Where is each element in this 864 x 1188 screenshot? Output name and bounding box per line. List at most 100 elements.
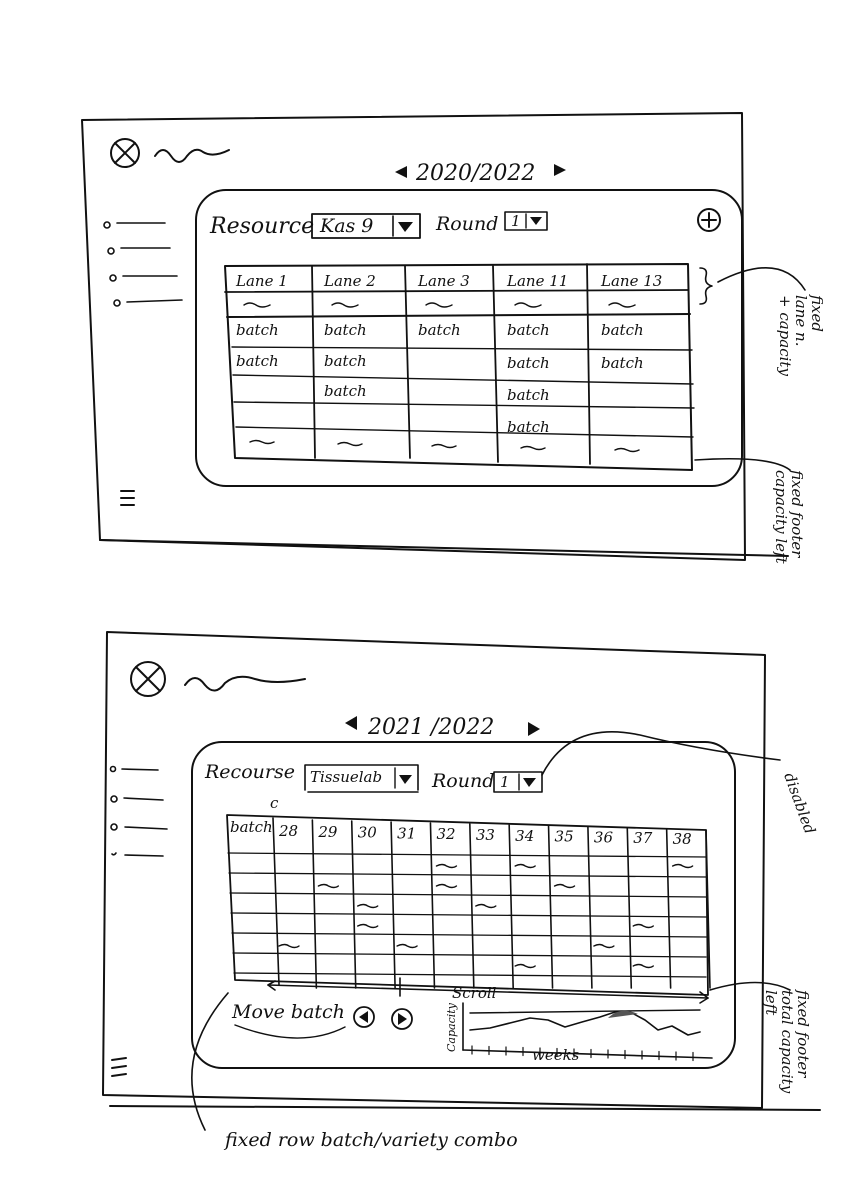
batch-cell[interactable]: batch	[236, 352, 279, 370]
planned-batch-mark[interactable]	[632, 923, 654, 929]
planned-batch-mark[interactable]	[278, 943, 300, 949]
sidebar-item[interactable]	[111, 852, 164, 857]
move-left-button[interactable]	[353, 1006, 375, 1028]
sidebar-nav	[103, 221, 183, 307]
batch-cell[interactable]: batch	[236, 321, 279, 339]
round-dropdown[interactable]: 1	[504, 211, 548, 231]
sidebar-item[interactable]	[110, 823, 168, 831]
sidebar-nav	[109, 765, 168, 857]
sidebar-item[interactable]	[109, 765, 159, 773]
scroll-left-icon[interactable]	[267, 980, 276, 991]
frame-2-window	[102, 631, 766, 1109]
resource-dropdown[interactable]: Tissuelab	[304, 764, 419, 793]
batch-cell[interactable]: batch	[507, 354, 550, 372]
frame-1: 2020/2022 Resource Kas 9 Round 1	[81, 112, 826, 565]
chart-ylabel: Capacity	[445, 1002, 458, 1052]
sidebar-item[interactable]	[107, 247, 171, 255]
lane-table-border	[224, 263, 693, 471]
annotation-fixed-header: fixed lane n. + capacity	[776, 294, 826, 376]
week-header: 33	[476, 826, 495, 844]
planned-batch-mark[interactable]	[514, 863, 536, 869]
header-brace	[699, 267, 713, 305]
week-header: 31	[397, 824, 416, 842]
lane-header: Lane 13	[600, 272, 662, 290]
row-annotation-line	[191, 992, 229, 1131]
prev-year-icon[interactable]	[345, 716, 357, 730]
lane-capacity	[243, 302, 271, 308]
planned-batch-mark[interactable]	[593, 943, 615, 949]
batch-cell[interactable]: batch	[507, 418, 550, 436]
next-year-icon[interactable]	[528, 722, 540, 736]
sidebar-item[interactable]	[109, 274, 178, 282]
planned-batch-mark[interactable]	[357, 923, 379, 929]
batch-cell[interactable]: batch	[324, 352, 367, 370]
batch-cell[interactable]: batch	[507, 386, 550, 404]
batch-column-header: batch	[230, 818, 273, 836]
move-batch-label: Move batch	[231, 1001, 345, 1023]
arrow-right-icon	[398, 1013, 407, 1025]
grid-column-line	[350, 820, 357, 989]
planned-batch-mark[interactable]	[671, 863, 694, 869]
plus-circle-icon[interactable]	[697, 208, 721, 232]
grid-row-line	[232, 952, 707, 958]
week-grid-lines	[227, 817, 711, 989]
circle-x-logo-icon[interactable]	[110, 138, 140, 168]
hamburger-icon[interactable]	[120, 490, 135, 506]
week-header: 36	[594, 828, 614, 846]
week-header: 38	[673, 830, 692, 848]
grid-column-line	[508, 824, 514, 989]
week-header: 34	[515, 827, 534, 845]
batch-cell[interactable]: batch	[601, 321, 644, 339]
sidebar-item[interactable]	[110, 795, 164, 803]
planned-batch-mark[interactable]	[514, 963, 536, 969]
annotation-fixed-footer-2-text: fixed footer total capacity left	[762, 989, 812, 1098]
planned-batch-mark[interactable]	[435, 863, 458, 869]
lane-cells: batch batch batch batch batch batch batch batch…	[236, 321, 644, 436]
horizontal-scrollbar[interactable]: Scroll	[267, 977, 709, 1004]
sidebar-item[interactable]	[103, 221, 166, 229]
hamburger-icon[interactable]	[111, 1057, 127, 1077]
capacity-chart[interactable]: Capacity weeks	[445, 1002, 713, 1064]
planned-batch-mark[interactable]	[632, 963, 654, 969]
scroll-right-icon[interactable]	[699, 991, 709, 1004]
grid-column-line	[587, 826, 593, 989]
batch-cell[interactable]: batch	[324, 382, 367, 400]
prev-year-icon[interactable]	[395, 166, 407, 178]
round-label: Round	[435, 213, 498, 235]
planned-batch-mark[interactable]	[553, 883, 576, 889]
footer-annotation-line	[694, 457, 791, 471]
resource-label: Resource	[209, 214, 314, 239]
resource-dropdown[interactable]: Kas 9	[311, 213, 421, 239]
sidebar-item[interactable]	[113, 299, 183, 307]
planned-batches	[278, 863, 694, 969]
planned-batch-mark[interactable]	[396, 943, 418, 949]
lane-header: Lane 2	[323, 272, 376, 290]
year-label: 2021 /2022	[367, 715, 494, 740]
chart-x-axis	[462, 1049, 713, 1059]
batch-cell[interactable]: batch	[418, 321, 461, 339]
week-header: 35	[555, 828, 574, 846]
next-year-icon[interactable]	[554, 164, 566, 176]
planned-batch-mark[interactable]	[317, 883, 340, 889]
lane-header: Lane 11	[506, 272, 568, 290]
annotation-fixed-footer-text: fixed footer capacity left	[772, 469, 806, 565]
planned-batch-mark[interactable]	[475, 903, 497, 909]
lane-header: Lane 1	[235, 272, 288, 290]
move-right-button[interactable]	[391, 1008, 413, 1030]
capacity-series-line	[469, 1011, 701, 1036]
lane-capacity	[331, 302, 359, 308]
planned-batch-mark[interactable]	[435, 883, 458, 889]
planned-batch-mark[interactable]	[357, 903, 379, 909]
cursor-mark: c	[270, 794, 279, 812]
circle-x-logo-icon[interactable]	[130, 661, 166, 697]
batch-cell[interactable]: batch	[324, 321, 367, 339]
lane-capacity-left	[431, 443, 457, 449]
batch-cell[interactable]: batch	[601, 354, 644, 372]
week-header: 37	[633, 829, 653, 847]
header-annotation-line	[717, 266, 806, 291]
lane-capacity	[514, 302, 542, 308]
grid-column-line	[390, 821, 396, 989]
batch-cell[interactable]: batch	[507, 321, 550, 339]
dropdown-arrow-icon	[399, 775, 412, 784]
